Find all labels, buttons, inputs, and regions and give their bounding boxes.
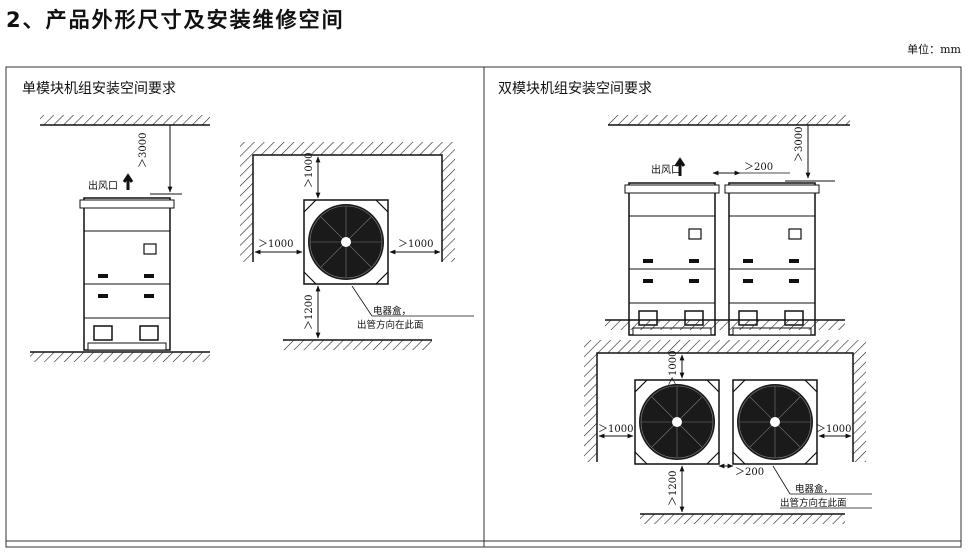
single-dim-3000: ＞3000 — [138, 133, 149, 168]
single-module-title: 单模块机组安装空间要求 — [22, 81, 176, 97]
double-plan-dim-gap: ＞200 — [735, 467, 764, 478]
double-plan-view: ＞1000 ＞1000 ＞1000 ＞200 ＞1200 电器盒， 出管方向在此… — [584, 340, 872, 524]
double-dim-gap: ＞200 — [744, 162, 773, 173]
single-plan-dim-right: ＞1000 — [398, 239, 433, 250]
double-callout-line2: 出管方向在此面 — [780, 497, 847, 509]
page-heading: 2、产品外形尺寸及安装维修空间 — [6, 8, 345, 32]
single-callout-line1: 电器盒， — [373, 305, 411, 317]
single-plan-dim-bottom: ＞1200 — [304, 295, 315, 330]
double-callout-line1: 电器盒， — [795, 483, 833, 495]
unit-label: 单位：mm — [907, 43, 961, 56]
double-plan-dim-top: ＞1000 — [668, 351, 679, 386]
double-module-title: 双模块机组安装空间要求 — [498, 81, 652, 97]
double-plan-dim-left: ＞1000 — [598, 424, 633, 435]
single-outlet-label: 出风口 — [88, 179, 118, 192]
single-front-view: ＞3000 出风口 — [30, 115, 210, 362]
double-front-view: ＞3000 出风口 ＞200 — [605, 115, 850, 336]
single-plan-dim-top: ＞1000 — [304, 153, 315, 188]
single-plan-dim-left: ＞1000 — [258, 239, 293, 250]
single-callout-line2: 出管方向在此面 — [357, 319, 424, 331]
double-plan-dim-bottom: ＞1200 — [668, 471, 679, 506]
single-plan-view: ＞1000 ＞1000 ＞1000 ＞1200 电器盒， 出管方向在此面 — [240, 142, 474, 350]
double-outlet-label: 出风口 — [651, 163, 681, 176]
double-dim-3000: ＞3000 — [794, 127, 805, 162]
double-plan-dim-right: ＞1000 — [816, 424, 851, 435]
